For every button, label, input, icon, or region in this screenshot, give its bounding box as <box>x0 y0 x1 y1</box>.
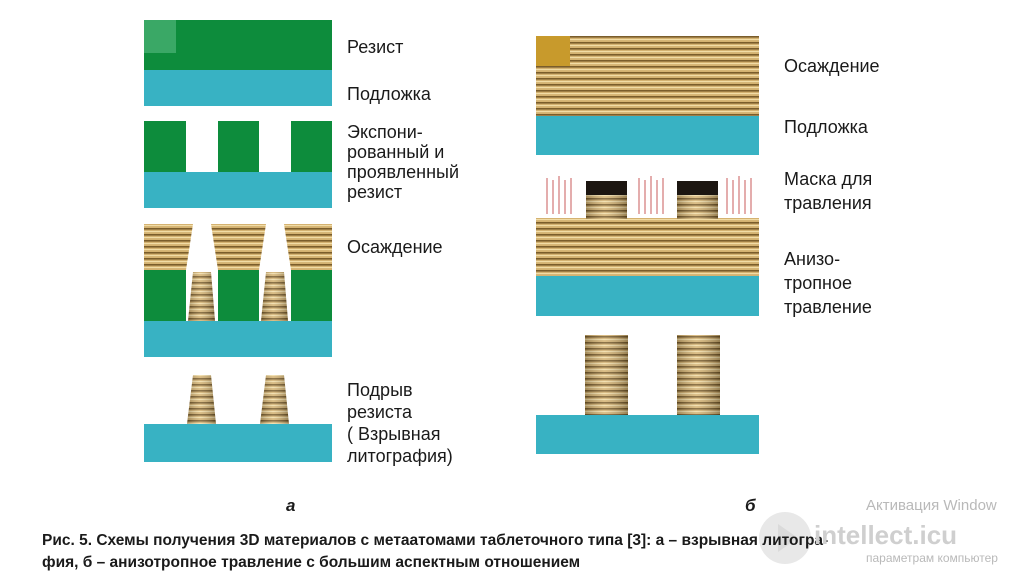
b2-gold-multilayer <box>536 218 759 276</box>
figure-caption: Рис. 5. Схемы получения 3D материалов с … <box>42 530 1002 574</box>
a2-resist-block <box>218 121 259 172</box>
panel-b-letter: б <box>745 496 756 515</box>
b2-gold-shade <box>586 195 627 219</box>
a3-substrate <box>144 321 332 357</box>
b1-gold-multilayer <box>536 36 759 116</box>
a-label-liftoff: Подрыв резиста ( Взрывная литография) <box>347 380 453 466</box>
a4-substrate <box>144 424 332 462</box>
panel-a-letter: а <box>286 496 296 515</box>
b2-mask-block <box>677 181 718 195</box>
b3-pillar-shade <box>677 335 720 415</box>
a3-pillar-shade <box>188 272 215 321</box>
a3-resist-block <box>291 270 332 321</box>
a-label-developed-resist: Экспони- рованный и проявленный резист <box>347 122 460 202</box>
b3-pillar-shade <box>585 335 628 415</box>
a-step1-resist-on-substrate <box>144 20 332 106</box>
watermark-activation-sub: параметрам компьютер <box>866 551 998 565</box>
b-label-substrate: Подложка <box>784 117 868 137</box>
b2-gold-shade <box>677 195 718 219</box>
a3-gold-cap <box>211 224 266 270</box>
caption-line-1: Рис. 5. Схемы получения 3D материалов с … <box>42 532 829 549</box>
a3-resist-block <box>144 270 186 321</box>
a1-substrate <box>144 70 332 106</box>
a4-pillar-shade <box>187 375 216 424</box>
a-label-deposition: Осаждение <box>347 237 443 257</box>
a2-substrate <box>144 172 332 208</box>
b1-substrate <box>536 116 759 155</box>
watermark-logo-icon <box>759 512 811 564</box>
b-step3-etched-pillars <box>536 335 759 454</box>
a2-resist-block <box>144 121 186 172</box>
a1-resist-corner <box>144 20 176 53</box>
b2-mask-block <box>586 181 627 195</box>
watermark-activation-title: Активация Window <box>866 497 997 514</box>
a3-pillar-shade <box>261 272 288 321</box>
a-step3-deposition <box>144 224 332 357</box>
b-step1-deposition <box>536 36 759 155</box>
b2-etch-flux <box>546 176 752 214</box>
watermark-brand: intellect.icu <box>814 520 958 550</box>
a2-resist-block <box>291 121 332 172</box>
a-step2-developed-resist <box>144 121 332 208</box>
a-step4-liftoff <box>144 375 332 462</box>
a4-pillar-shade <box>260 375 289 424</box>
b-label-deposition: Осаждение <box>784 56 880 76</box>
b-label-anisotropic-etch: Анизо- тропное травление <box>784 249 872 317</box>
b1-gold-corner <box>536 36 570 66</box>
a3-gold-cap <box>284 224 332 270</box>
b2-substrate <box>536 276 759 316</box>
a-label-resist: Резист <box>347 37 404 57</box>
a3-resist-block <box>218 270 259 321</box>
b3-substrate <box>536 415 759 454</box>
caption-line-2: фия, б – анизотропное травление с больши… <box>42 554 581 571</box>
a-label-substrate: Подложка <box>347 84 431 104</box>
a3-gold-cap <box>144 224 193 270</box>
b-label-etch-mask: Маска для травления <box>784 169 873 213</box>
b-step2-etching <box>536 176 759 316</box>
